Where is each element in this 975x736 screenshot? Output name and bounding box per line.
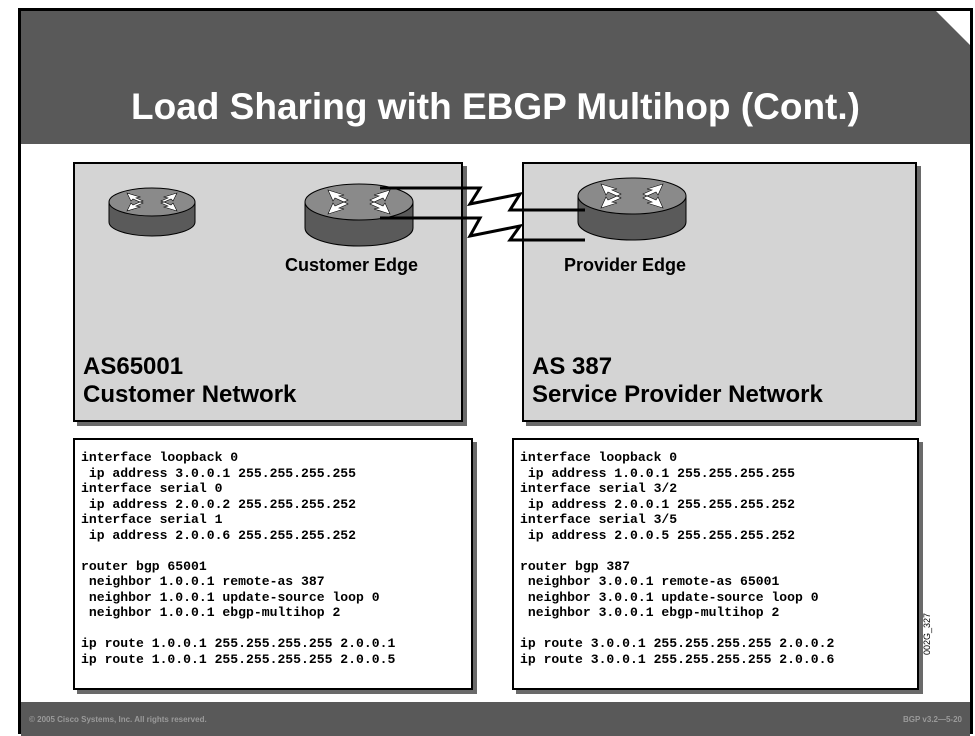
- config-line: ip address 2.0.0.2 255.255.255.252: [81, 496, 357, 512]
- copyright-text: © 2005 Cisco Systems, Inc. All rights re…: [29, 715, 207, 724]
- config-line: neighbor 1.0.0.1 update-source loop 0: [81, 589, 380, 605]
- config-line: interface serial 3/5: [520, 512, 678, 527]
- customer-as-number: AS65001: [83, 353, 184, 380]
- course-code: BGP v3.2—5-20: [903, 715, 962, 724]
- config-line: neighbor 3.0.0.1 remote-as 65001: [520, 574, 780, 589]
- serial-link-2: [380, 216, 585, 242]
- config-line: ip route 1.0.0.1 255.255.255.255 2.0.0.5: [81, 651, 396, 667]
- page-corner-fold: [936, 11, 970, 45]
- config-line: interface loopback 0: [81, 450, 239, 465]
- customer-edge-label: Customer Edge: [285, 255, 419, 275]
- footer-bar: © 2005 Cisco Systems, Inc. All rights re…: [21, 702, 970, 736]
- config-line: neighbor 1.0.0.1 remote-as 387: [81, 574, 325, 589]
- config-line: interface loopback 0: [520, 450, 678, 465]
- config-line: [520, 543, 917, 559]
- customer-edge-router-icon: [304, 183, 414, 247]
- config-line: [81, 543, 471, 559]
- slide-title: Load Sharing with EBGP Multihop (Cont.): [131, 86, 860, 127]
- config-line: neighbor 3.0.0.1 update-source loop 0: [520, 589, 819, 605]
- customer-network-panel: Customer Edge AS65001 Customer Network: [73, 162, 463, 422]
- provider-network-panel: Provider Edge AS 387 Service Provider Ne…: [522, 162, 917, 422]
- config-line: neighbor 1.0.0.1 ebgp-multihop 2: [81, 605, 341, 620]
- provider-as-number: AS 387: [532, 353, 613, 380]
- provider-edge-router-icon: [577, 177, 687, 241]
- customer-config-box: interface loopback 0 ip address 3.0.0.1 …: [73, 438, 473, 690]
- config-line: ip address 2.0.0.6 255.255.255.252: [81, 527, 357, 543]
- provider-network-name: Service Provider Network: [532, 381, 823, 408]
- customer-network-name: Customer Network: [83, 381, 297, 408]
- config-line: router bgp 65001: [81, 558, 207, 574]
- router-icon: [108, 187, 196, 237]
- config-line: ip address 2.0.0.1 255.255.255.252: [520, 496, 796, 512]
- config-line: interface serial 0: [81, 481, 223, 496]
- config-line: [520, 621, 917, 637]
- config-line: ip route 1.0.0.1 255.255.255.255 2.0.0.1: [81, 636, 396, 651]
- config-line: [81, 621, 471, 637]
- config-line: ip address 1.0.0.1 255.255.255.255: [520, 465, 796, 481]
- title-bar: Load Sharing with EBGP Multihop (Cont.): [21, 11, 970, 144]
- config-line: interface serial 3/2: [520, 481, 678, 496]
- serial-link-1: [380, 186, 585, 212]
- config-line: interface serial 1: [81, 512, 223, 527]
- config-line: ip address 2.0.0.5 255.255.255.252: [520, 527, 796, 543]
- provider-edge-label: Provider Edge: [564, 255, 687, 275]
- provider-config-box: interface loopback 0 ip address 1.0.0.1 …: [512, 438, 919, 690]
- config-line: ip route 3.0.0.1 255.255.255.255 2.0.0.6: [520, 651, 835, 667]
- config-line: neighbor 3.0.0.1 ebgp-multihop 2: [520, 605, 780, 620]
- serial-links: [380, 186, 585, 242]
- config-line: router bgp 387: [520, 558, 631, 574]
- config-line: ip route 3.0.0.1 255.255.255.255 2.0.0.2: [520, 636, 835, 651]
- config-line: ip address 3.0.0.1 255.255.255.255: [81, 465, 357, 481]
- figure-id: 002G_327: [922, 612, 932, 655]
